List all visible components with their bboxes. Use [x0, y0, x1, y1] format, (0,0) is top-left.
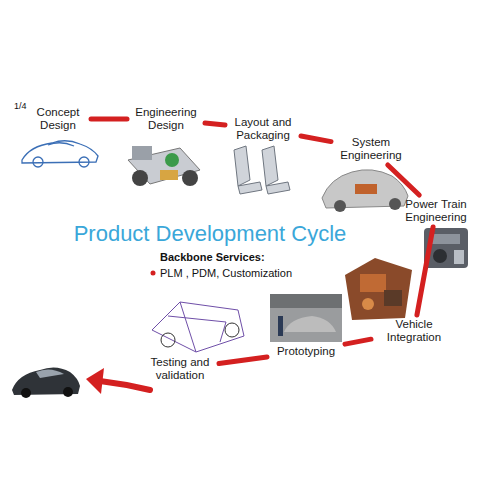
- stage-text: Layout and Packaging: [228, 116, 298, 142]
- stage-label: Prototyping: [270, 345, 342, 358]
- flow-connector: [301, 136, 331, 142]
- stage-text: Prototyping: [270, 345, 342, 358]
- final-arrow: [86, 368, 150, 394]
- stage-label: Layout and Packaging: [228, 116, 298, 142]
- stage-text: Concept Design: [28, 106, 88, 132]
- note-text: Backbone Services:: [160, 251, 265, 263]
- stage-label: Power Train Engineering: [396, 198, 476, 224]
- flow-connector: [345, 339, 371, 344]
- diagram-title: Product Development Cycle: [40, 221, 380, 247]
- flow-connector: [417, 227, 433, 315]
- stage-label: Engineering Design: [130, 106, 202, 132]
- stage-text: Testing and validation: [144, 356, 216, 382]
- note-text: PLM , PDM, Customization: [160, 267, 292, 279]
- stage-label: Vehicle Integration: [374, 318, 454, 344]
- bullet-dot: [151, 271, 156, 276]
- seats-render: [234, 146, 290, 194]
- stage-text: Power Train Engineering: [396, 198, 476, 224]
- fraction-mark: 1/4: [14, 101, 27, 111]
- prototyping-photo: [270, 294, 342, 342]
- testing-wireframe: [152, 302, 244, 352]
- stage-text: Engineering Design: [130, 106, 202, 132]
- system-car-render: [322, 170, 408, 212]
- flow-connector: [219, 357, 267, 364]
- stage-label: System Engineering: [334, 136, 408, 162]
- stage-label: Concept Design: [28, 106, 88, 132]
- concept-sketch: [22, 141, 98, 167]
- stage-text: System Engineering: [334, 136, 408, 162]
- stage-text: Vehicle Integration: [374, 318, 454, 344]
- stage-label: Testing and validation: [144, 356, 216, 382]
- final-car: [12, 367, 80, 398]
- chassis-render: [128, 146, 200, 186]
- engine-bay-photo: [345, 258, 412, 320]
- flow-connector: [91, 117, 127, 122]
- flow-connector: [388, 165, 419, 195]
- flow-connector: [205, 123, 225, 125]
